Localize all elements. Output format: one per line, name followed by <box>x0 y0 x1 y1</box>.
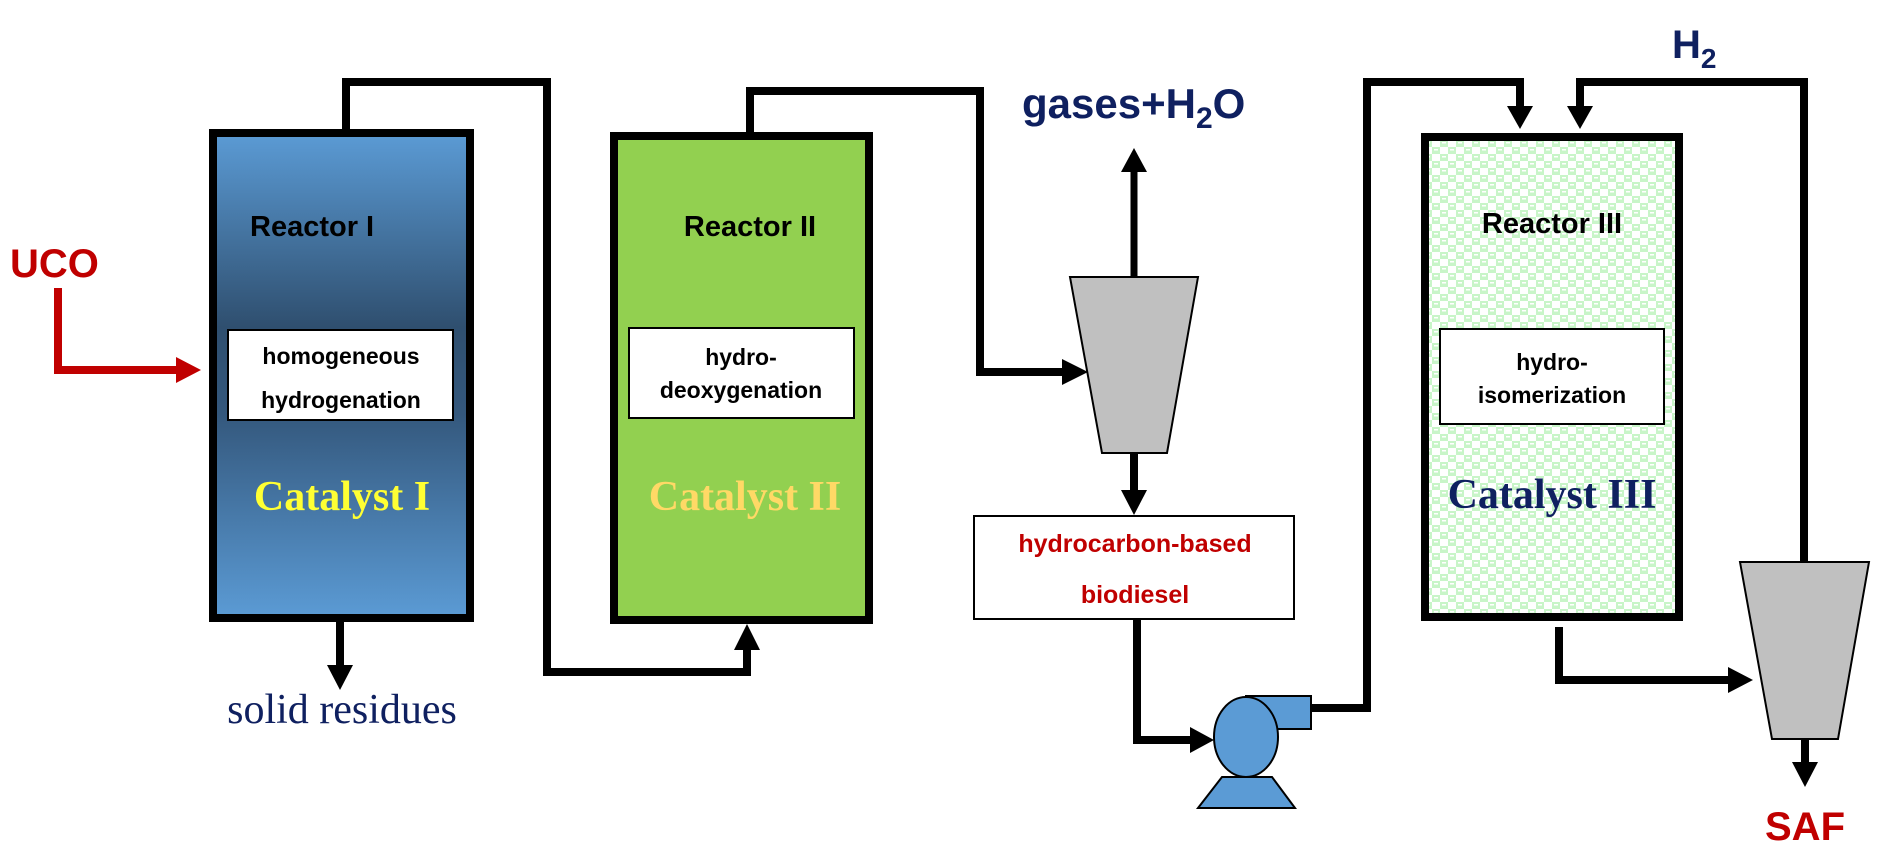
pipe-reactor2-to-separator1 <box>746 87 1088 385</box>
gases-label-main: gases+H <box>1022 80 1196 127</box>
separator-1-body <box>1068 276 1200 454</box>
reactor-3-process-box <box>1439 328 1665 425</box>
reactor-2-catalyst: Catalyst II <box>649 474 842 520</box>
reactor-1-process-line2: hydrogenation <box>261 387 421 413</box>
gases-arrow-head <box>1121 148 1147 172</box>
saf-label: SAF <box>1765 805 1845 849</box>
hydrogen-recycle: H2 <box>1567 23 1808 562</box>
pipe-r1-r2-line <box>342 78 751 676</box>
reactor-3-process-line2: isomerization <box>1478 382 1626 408</box>
feed-line <box>54 288 180 374</box>
pipe-biodiesel-to-pump <box>1133 620 1214 753</box>
pipe-r2-sep1-arrow-head <box>1062 359 1088 385</box>
feed-label: UCO <box>10 242 99 286</box>
gases-label: gases+H2O <box>1022 80 1245 135</box>
h2-recycle-line <box>1576 78 1808 562</box>
pipe-pump-to-reactor3 <box>1312 78 1533 712</box>
separator-1: gases+H2O <box>1022 80 1245 515</box>
reactor-3-catalyst: Catalyst III <box>1448 472 1657 518</box>
hydrogen-label-subscript: 2 <box>1701 43 1717 74</box>
pipe-bio-pump-line <box>1133 620 1192 744</box>
reactor-2: Reactor II hydro- deoxygenation Catalyst… <box>610 132 873 624</box>
pump <box>1195 695 1312 809</box>
solid-residues-label: solid residues <box>227 687 457 733</box>
pump-base <box>1195 776 1297 809</box>
reactor-1: Reactor I homogeneous hydrogenation Cata… <box>209 129 474 622</box>
pipe-r3-sep2-line <box>1555 627 1730 684</box>
separator-2-body <box>1738 561 1871 740</box>
hydrogen-label: H2 <box>1672 23 1716 74</box>
feed-arrow-head <box>176 357 201 383</box>
pipe-pump-r3-arrow-head <box>1507 106 1533 129</box>
pipe-r2-sep1-line <box>746 87 1064 376</box>
separator-2: SAF <box>1738 561 1871 849</box>
gases-label-subscript: 2 <box>1196 102 1213 135</box>
pipe-reactor1-to-reactor2 <box>342 78 760 676</box>
reactor-3: Reactor III hydro- isomerization Catalys… <box>1421 133 1683 621</box>
reactor-1-process-line1: homogeneous <box>262 343 419 369</box>
pipe-pump-r3-line <box>1312 78 1524 712</box>
reactor-2-process-line1: hydro- <box>705 344 777 370</box>
solid-residues-stream: solid residues <box>227 620 457 733</box>
reactor-1-title: Reactor I <box>250 211 374 243</box>
gases-label-suffix: O <box>1213 80 1246 127</box>
biodiesel-line2: biodiesel <box>1081 581 1189 609</box>
reactor-3-process-line1: hydro- <box>1516 349 1588 375</box>
biodiesel-line1: hydrocarbon-based <box>1018 530 1251 558</box>
reactor-1-catalyst: Catalyst I <box>254 474 430 520</box>
h2-arrow-head <box>1567 106 1593 129</box>
biodiesel-box-rect <box>973 515 1295 620</box>
reactor-2-title: Reactor II <box>684 211 816 243</box>
residues-arrow-head <box>327 665 353 690</box>
biodiesel-box: hydrocarbon-based biodiesel <box>973 515 1295 620</box>
pipe-r1-r2-arrow-head <box>734 624 760 650</box>
sep1-bottom-arrow-head <box>1121 490 1147 515</box>
hydrogen-label-main: H <box>1672 23 1701 67</box>
pipe-bio-pump-arrow-head <box>1190 727 1214 753</box>
reactor-2-process-line2: deoxygenation <box>660 377 822 403</box>
reactor-1-process-box <box>227 329 454 421</box>
reactor-3-title: Reactor III <box>1482 208 1622 240</box>
feed-stream: UCO <box>10 242 201 383</box>
pipe-reactor3-to-separator2 <box>1555 627 1753 693</box>
pump-casing <box>1213 696 1279 778</box>
pipe-r3-sep2-arrow-head <box>1728 667 1753 693</box>
reactor-2-process-box <box>628 327 855 419</box>
saf-arrow-head <box>1792 762 1818 787</box>
